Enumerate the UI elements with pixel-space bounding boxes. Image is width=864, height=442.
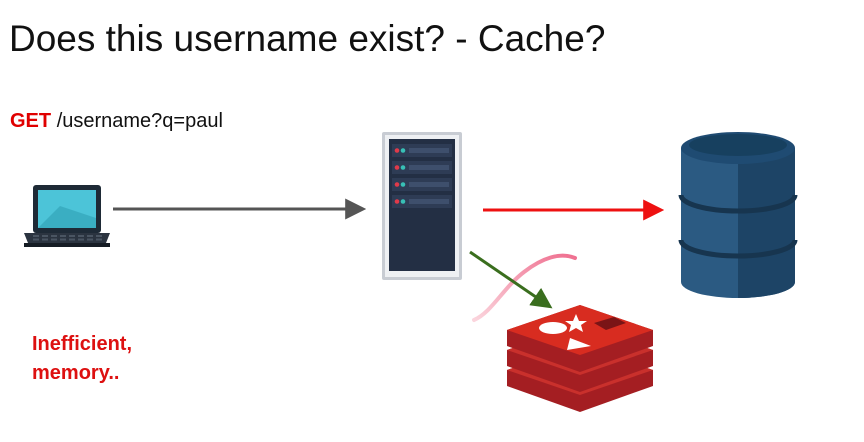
database-icon	[678, 132, 798, 298]
cache-note: Inefficient, memory..	[32, 330, 132, 388]
server-rack-icon	[382, 132, 462, 280]
request-path: /username?q=paul	[56, 110, 223, 132]
cache-note-line1: Inefficient,	[32, 333, 133, 355]
request-line: GET /username?q=paul	[10, 110, 223, 133]
page-title: Does this username exist? - Cache?	[9, 18, 606, 59]
arrow-server-to-cache	[469, 250, 553, 309]
request-method: GET	[10, 110, 52, 132]
redis-cache-icon	[507, 305, 653, 412]
laptop-icon	[24, 185, 110, 247]
cache-note-line2: memory..	[32, 362, 120, 384]
cache-squiggle	[472, 253, 577, 322]
